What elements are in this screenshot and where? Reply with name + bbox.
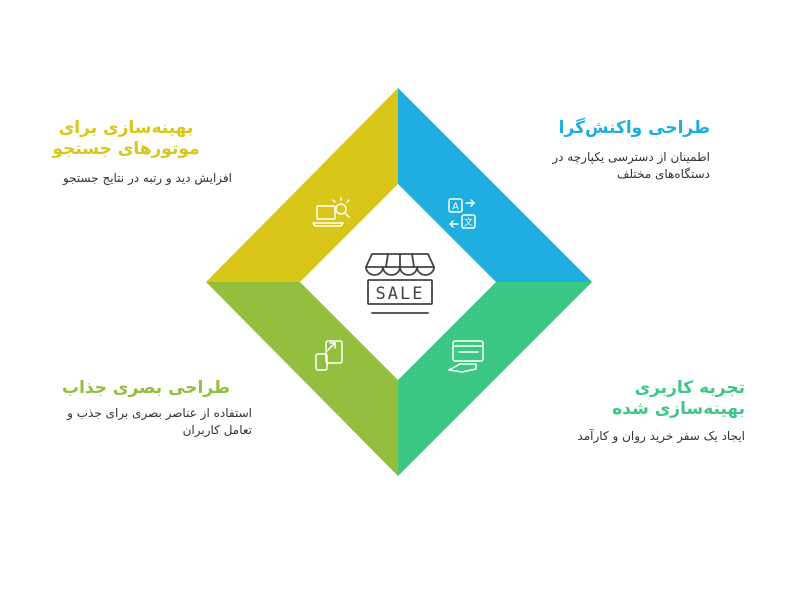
- block-visual: طراحی بصری جذاب استفاده از عناصر بصری بر…: [40, 378, 252, 439]
- block-seo: بهینه‌سازی برای موتورهای جستجو افزایش دی…: [20, 118, 232, 187]
- segment-responsive: [398, 88, 592, 282]
- ux-description: ایجاد یک سفر خرید روان و کارآمد: [577, 429, 745, 443]
- laptop-search-icon: [312, 197, 350, 227]
- seo-title: بهینه‌سازی برای موتورهای جستجو: [52, 118, 200, 159]
- responsive-title: طراحی واکنش‌گرا: [558, 118, 710, 138]
- resize-devices-icon: [315, 340, 343, 371]
- translate-icon: A 文: [448, 198, 476, 229]
- block-responsive: طراحی واکنش‌گرا اطمینان از دسترسی یکپارچ…: [540, 118, 710, 183]
- segment-ux: [398, 282, 592, 476]
- svg-text:A: A: [452, 202, 459, 213]
- center-label: SALE: [376, 284, 425, 304]
- visual-title: طراحی بصری جذاب: [62, 378, 230, 398]
- ux-title: تجربه کاربری بهینه‌سازی شده: [612, 378, 745, 419]
- responsive-description: اطمینان از دسترسی یکپارچه در دستگاه‌های …: [552, 150, 710, 181]
- segment-seo: [206, 88, 398, 282]
- block-ux: تجربه کاربری بهینه‌سازی شده ایجاد یک سفر…: [540, 378, 745, 445]
- svg-text:文: 文: [464, 216, 473, 228]
- seo-description: افزایش دید و رتبه در نتایج جستجو: [62, 171, 232, 185]
- segment-visual: [206, 282, 398, 476]
- sale-store-icon: [365, 253, 435, 314]
- visual-description: استفاده از عناصر بصری برای جذب و تعامل ک…: [67, 406, 252, 437]
- browser-hand-icon: [448, 340, 484, 373]
